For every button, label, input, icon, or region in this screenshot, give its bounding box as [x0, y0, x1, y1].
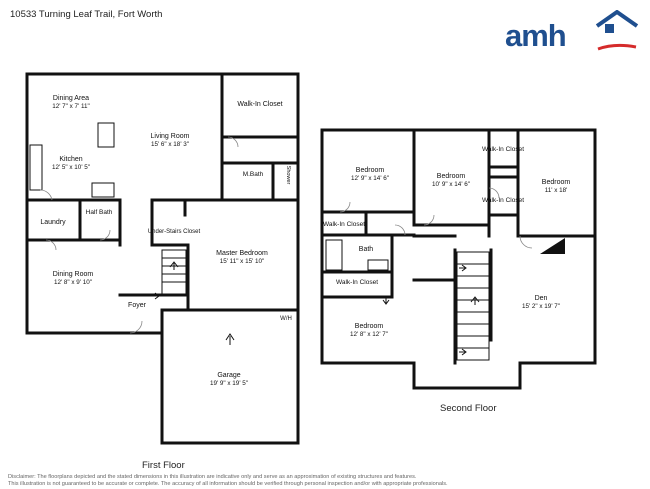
logo-house-icon [595, 10, 639, 51]
label-under-stairs-closet: Under-Stairs Closet [148, 229, 201, 235]
dims-kitchen: 12' 5" x 10' 5" [52, 164, 90, 171]
dims-bedroom-3: 11' x 18' [545, 187, 568, 194]
dims-den: 15' 2" x 19' 7" [522, 303, 560, 310]
first-floor-stairs [161, 249, 187, 295]
dims-dining-area: 12' 7" x 7' 11" [52, 103, 90, 110]
label-dining-area: Dining Area [53, 95, 89, 102]
disclaimer: Disclaimer: The floorplans depicted and … [8, 474, 648, 489]
dims-living-room: 15' 6" x 18' 3" [151, 141, 189, 148]
label-bedroom-4: Bedroom [355, 323, 384, 330]
label-walkin-c: Walk-In Closet [323, 221, 365, 228]
second-floor-outer-wall [320, 128, 597, 390]
label-walkin-b: Walk-In Closet [482, 197, 524, 204]
dims-bedroom-1: 12' 9" x 14' 6" [351, 175, 389, 182]
label-fl1-walkin: Walk-In Closet [237, 101, 282, 108]
dims-bedroom-2: 10' 9" x 14' 6" [432, 181, 470, 188]
label-walkin-a: Walk-In Closet [482, 146, 524, 153]
dims-dining-room: 12' 8" x 9' 10" [54, 279, 92, 286]
amh-logo: amh [505, 10, 640, 52]
second-floor-stairs [456, 251, 490, 361]
label-shower: Shower [285, 166, 291, 185]
label-bedroom-3: Bedroom [542, 179, 571, 186]
dims-garage: 19' 9" x 19' 5" [210, 380, 248, 387]
logo-text: amh [505, 18, 567, 53]
label-walkin-d: Walk-In Closet [336, 279, 378, 286]
disclaimer-line-1: Disclaimer: The floorplans depicted and … [8, 474, 417, 480]
label-laundry: Laundry [40, 219, 66, 226]
label-half-bath: Half Bath [86, 209, 113, 216]
dims-master-bedroom: 15' 11" x 15' 10" [220, 258, 265, 265]
label-bedroom-2: Bedroom [437, 173, 466, 180]
stair-landing-marker [540, 238, 565, 254]
label-m-bath: M.Bath [243, 171, 264, 178]
second-floor-label: Second Floor [440, 403, 497, 414]
first-floor-label: First Floor [142, 460, 185, 471]
disclaimer-line-2: This illustration is not guaranteed to b… [8, 481, 448, 488]
label-foyer: Foyer [128, 302, 147, 309]
label-dining-room: Dining Room [53, 271, 94, 278]
label-den: Den [535, 295, 548, 302]
label-garage: Garage [217, 372, 240, 379]
label-living-room: Living Room [151, 133, 190, 140]
dims-bedroom-4: 12' 8" x 12' 7" [350, 331, 388, 338]
property-address: 10533 Turning Leaf Trail, Fort Worth [10, 9, 163, 20]
label-wh: W/H [280, 316, 292, 322]
garage-wall [160, 308, 300, 445]
label-master-bedroom: Master Bedroom [216, 250, 268, 257]
label-kitchen: Kitchen [59, 156, 82, 163]
label-bedroom-1: Bedroom [356, 167, 385, 174]
label-bath: Bath [359, 246, 374, 253]
